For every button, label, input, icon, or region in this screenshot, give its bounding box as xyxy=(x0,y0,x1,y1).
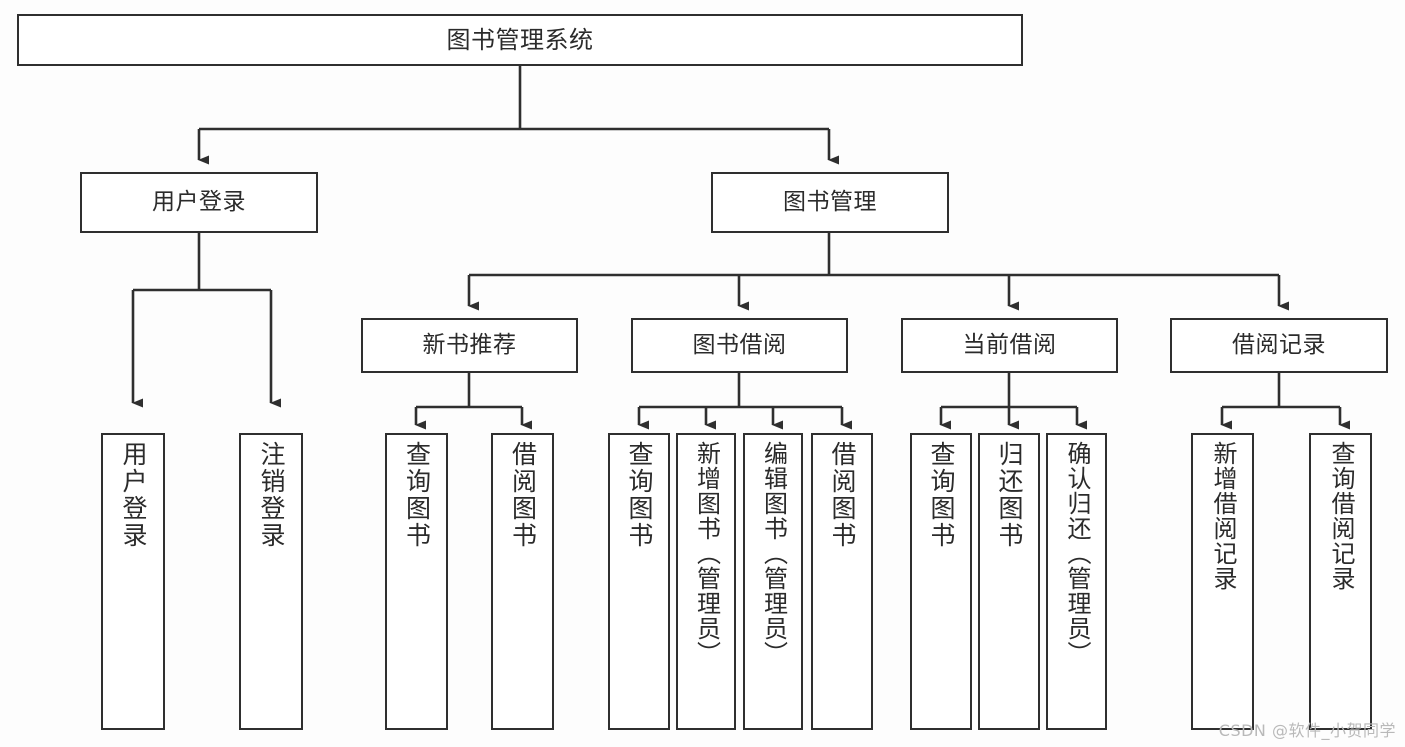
node-book-management[interactable]: 图书管理 xyxy=(711,172,949,233)
leaf-label: 查询图书 xyxy=(927,441,956,549)
leaf-label: 查询图书 xyxy=(402,441,432,549)
leaf-label: 新增借阅记录 xyxy=(1208,441,1237,591)
leaf-label: 借阅图书 xyxy=(508,441,538,549)
leaf-user-login-signin[interactable]: 用户登录 xyxy=(101,433,165,730)
leaf-record-add-record[interactable]: 新增借阅记录 xyxy=(1191,433,1254,730)
leaf-label: 查询借阅记录 xyxy=(1326,441,1355,591)
leaf-current-confirm-return-admin[interactable]: 确认归还（管理员） xyxy=(1046,433,1107,730)
leaf-label: 用户登录 xyxy=(119,441,148,549)
leaf-new-book-query[interactable]: 查询图书 xyxy=(385,433,448,730)
leaf-label: 新增图书（管理员） xyxy=(692,441,721,666)
node-root-system[interactable]: 图书管理系统 xyxy=(17,14,1023,66)
watermark: CSDN @软件_小贺同学 xyxy=(1218,721,1396,740)
leaf-borrow-query-book[interactable]: 查询图书 xyxy=(608,433,670,730)
leaf-borrow-borrow-book[interactable]: 借阅图书 xyxy=(811,433,873,730)
leaf-current-query-book[interactable]: 查询图书 xyxy=(910,433,972,730)
leaf-label: 查询图书 xyxy=(625,441,654,549)
node-book-borrow[interactable]: 图书借阅 xyxy=(631,318,848,373)
leaf-new-book-borrow[interactable]: 借阅图书 xyxy=(491,433,554,730)
leaf-label: 编辑图书（管理员） xyxy=(759,441,788,666)
leaf-label: 确认归还（管理员） xyxy=(1062,441,1091,666)
node-user-login[interactable]: 用户登录 xyxy=(80,172,318,233)
node-borrow-record[interactable]: 借阅记录 xyxy=(1170,318,1388,373)
leaf-label: 注销登录 xyxy=(257,441,286,549)
node-current-borrow[interactable]: 当前借阅 xyxy=(901,318,1118,373)
leaf-borrow-add-book-admin[interactable]: 新增图书（管理员） xyxy=(676,433,736,730)
leaf-label: 借阅图书 xyxy=(828,441,857,549)
node-new-book-recommend[interactable]: 新书推荐 xyxy=(361,318,578,373)
leaf-current-return-book[interactable]: 归还图书 xyxy=(978,433,1040,730)
leaf-label: 归还图书 xyxy=(995,441,1024,549)
leaf-record-query-record[interactable]: 查询借阅记录 xyxy=(1309,433,1372,730)
leaf-borrow-edit-book-admin[interactable]: 编辑图书（管理员） xyxy=(743,433,803,730)
leaf-user-login-signout[interactable]: 注销登录 xyxy=(239,433,303,730)
